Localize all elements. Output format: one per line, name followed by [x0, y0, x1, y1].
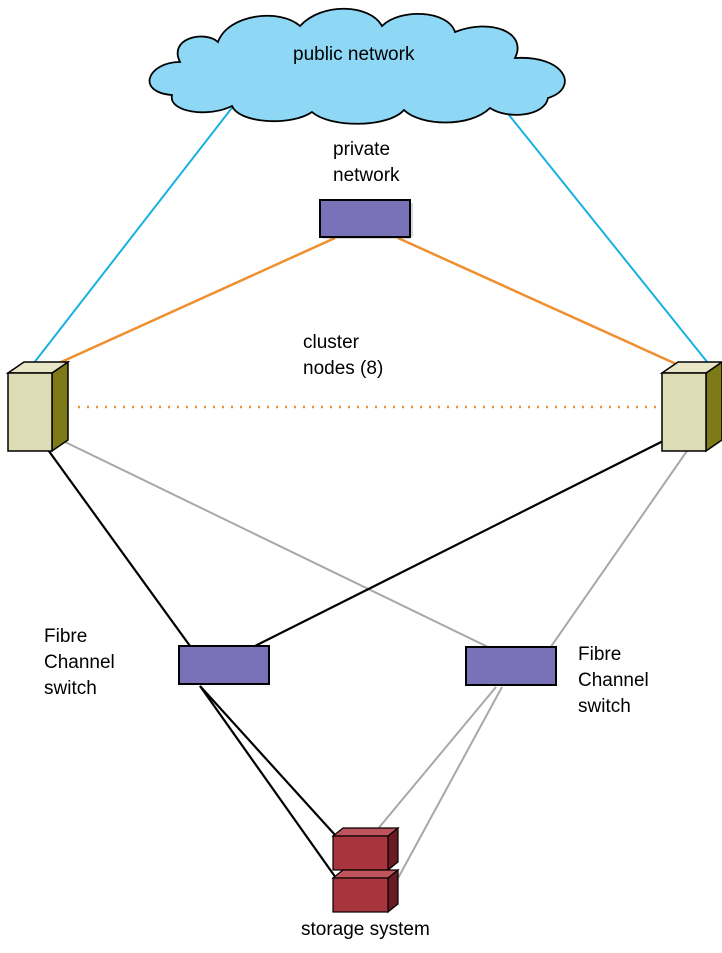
fc-switch-right-label-line1: Fibre [578, 644, 622, 665]
private-network-label: private network [333, 137, 400, 189]
storage-system [331, 826, 400, 914]
fc-switch-right-label: Fibre Channel switch [578, 642, 649, 720]
cluster-nodes-label-line1: cluster [303, 332, 359, 353]
fc-link-left-node-to-right-switch [29, 424, 491, 649]
fc-link-right-switch-to-storage-bottom [396, 686, 503, 881]
private-network-switch [319, 199, 413, 239]
fc-switch-left-label: Fibre Channel switch [44, 624, 115, 702]
cluster-nodes-label-line2: nodes (8) [303, 358, 384, 379]
fc-link-left-switch-to-storage-bottom [199, 685, 337, 879]
private-network-label-line2: network [333, 165, 400, 186]
fc-link-right-node-to-left-switch [254, 424, 696, 647]
fc-switch-left-label-line3: switch [44, 678, 97, 699]
public-link-right [504, 109, 713, 369]
fc-link-left-switch-to-storage-top [199, 685, 337, 837]
cluster-node-right [659, 361, 722, 453]
public-network-label: public network [293, 44, 415, 65]
fc-link-left-node-to-left-switch [29, 424, 191, 647]
fc-switch-right-label-line2: Channel [578, 670, 649, 691]
fc-link-right-node-to-right-switch [549, 424, 706, 649]
fc-switch-right [465, 646, 557, 686]
private-link-right [397, 236, 686, 370]
cluster-node-left [5, 360, 71, 453]
fc-switch-right-label-line3: switch [578, 696, 631, 717]
private-link-left [47, 236, 336, 370]
private-network-label-line1: private [333, 139, 391, 160]
fc-link-right-switch-to-storage-top [371, 686, 497, 837]
fc-switch-left-label-line2: Channel [44, 652, 115, 673]
fc-switch-left-label-line1: Fibre [44, 626, 88, 647]
storage-system-label: storage system [301, 919, 430, 940]
public-link-left [29, 99, 239, 369]
fc-switch-left [178, 645, 270, 685]
cluster-nodes-label: cluster nodes (8) [303, 330, 383, 382]
public-network-cloud [148, 7, 566, 125]
